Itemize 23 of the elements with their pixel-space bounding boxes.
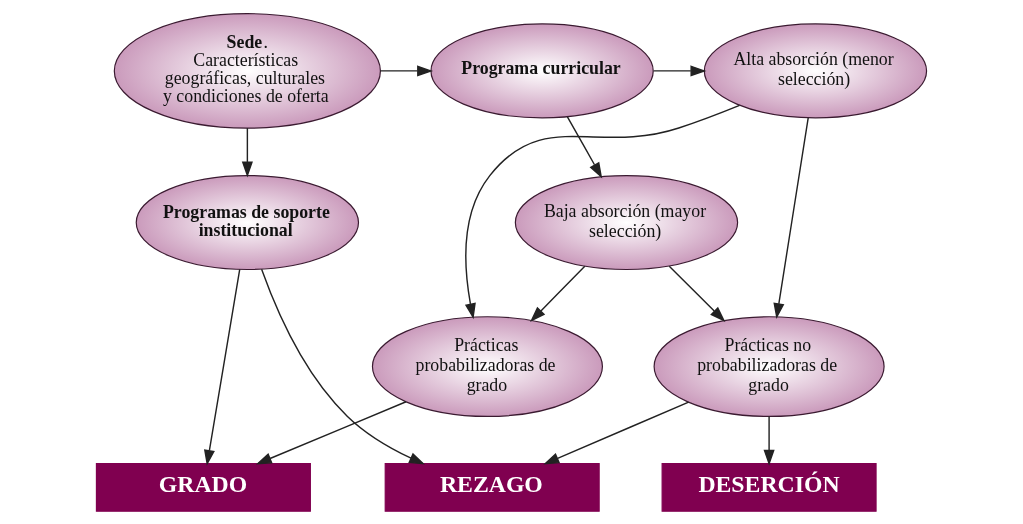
arrow (255, 400, 407, 464)
arrow (543, 401, 690, 464)
node-ellipse: Alta absorción (menor selección) (703, 22, 928, 118)
node-box: DESERCIÓN (661, 462, 877, 512)
node-ellipse: Baja absorción (mayor selección) (514, 174, 739, 270)
arrow (241, 126, 253, 177)
node-ellipse: Programas de soporte institucional (135, 174, 360, 270)
arrow (652, 64, 707, 76)
arrow (566, 115, 603, 178)
arrow (668, 265, 726, 322)
arrow (464, 104, 741, 319)
arrow (379, 64, 434, 76)
node-ellipse: Programa curricular (430, 22, 654, 118)
arrow (763, 415, 775, 466)
node-box: REZAGO (384, 462, 600, 512)
node-ellipse: Prácticas probabilizadoras de grado (371, 315, 603, 417)
node-ellipse: Sede. Características geográficas, culturales y condiciones de oferta (113, 12, 381, 129)
arrow (203, 268, 241, 466)
arrow (773, 116, 809, 319)
arrow (530, 265, 586, 322)
node-ellipse: Prácticas no probabilizadoras de grado (653, 315, 885, 417)
node-box: GRADO (95, 462, 311, 512)
arrow (260, 268, 426, 464)
